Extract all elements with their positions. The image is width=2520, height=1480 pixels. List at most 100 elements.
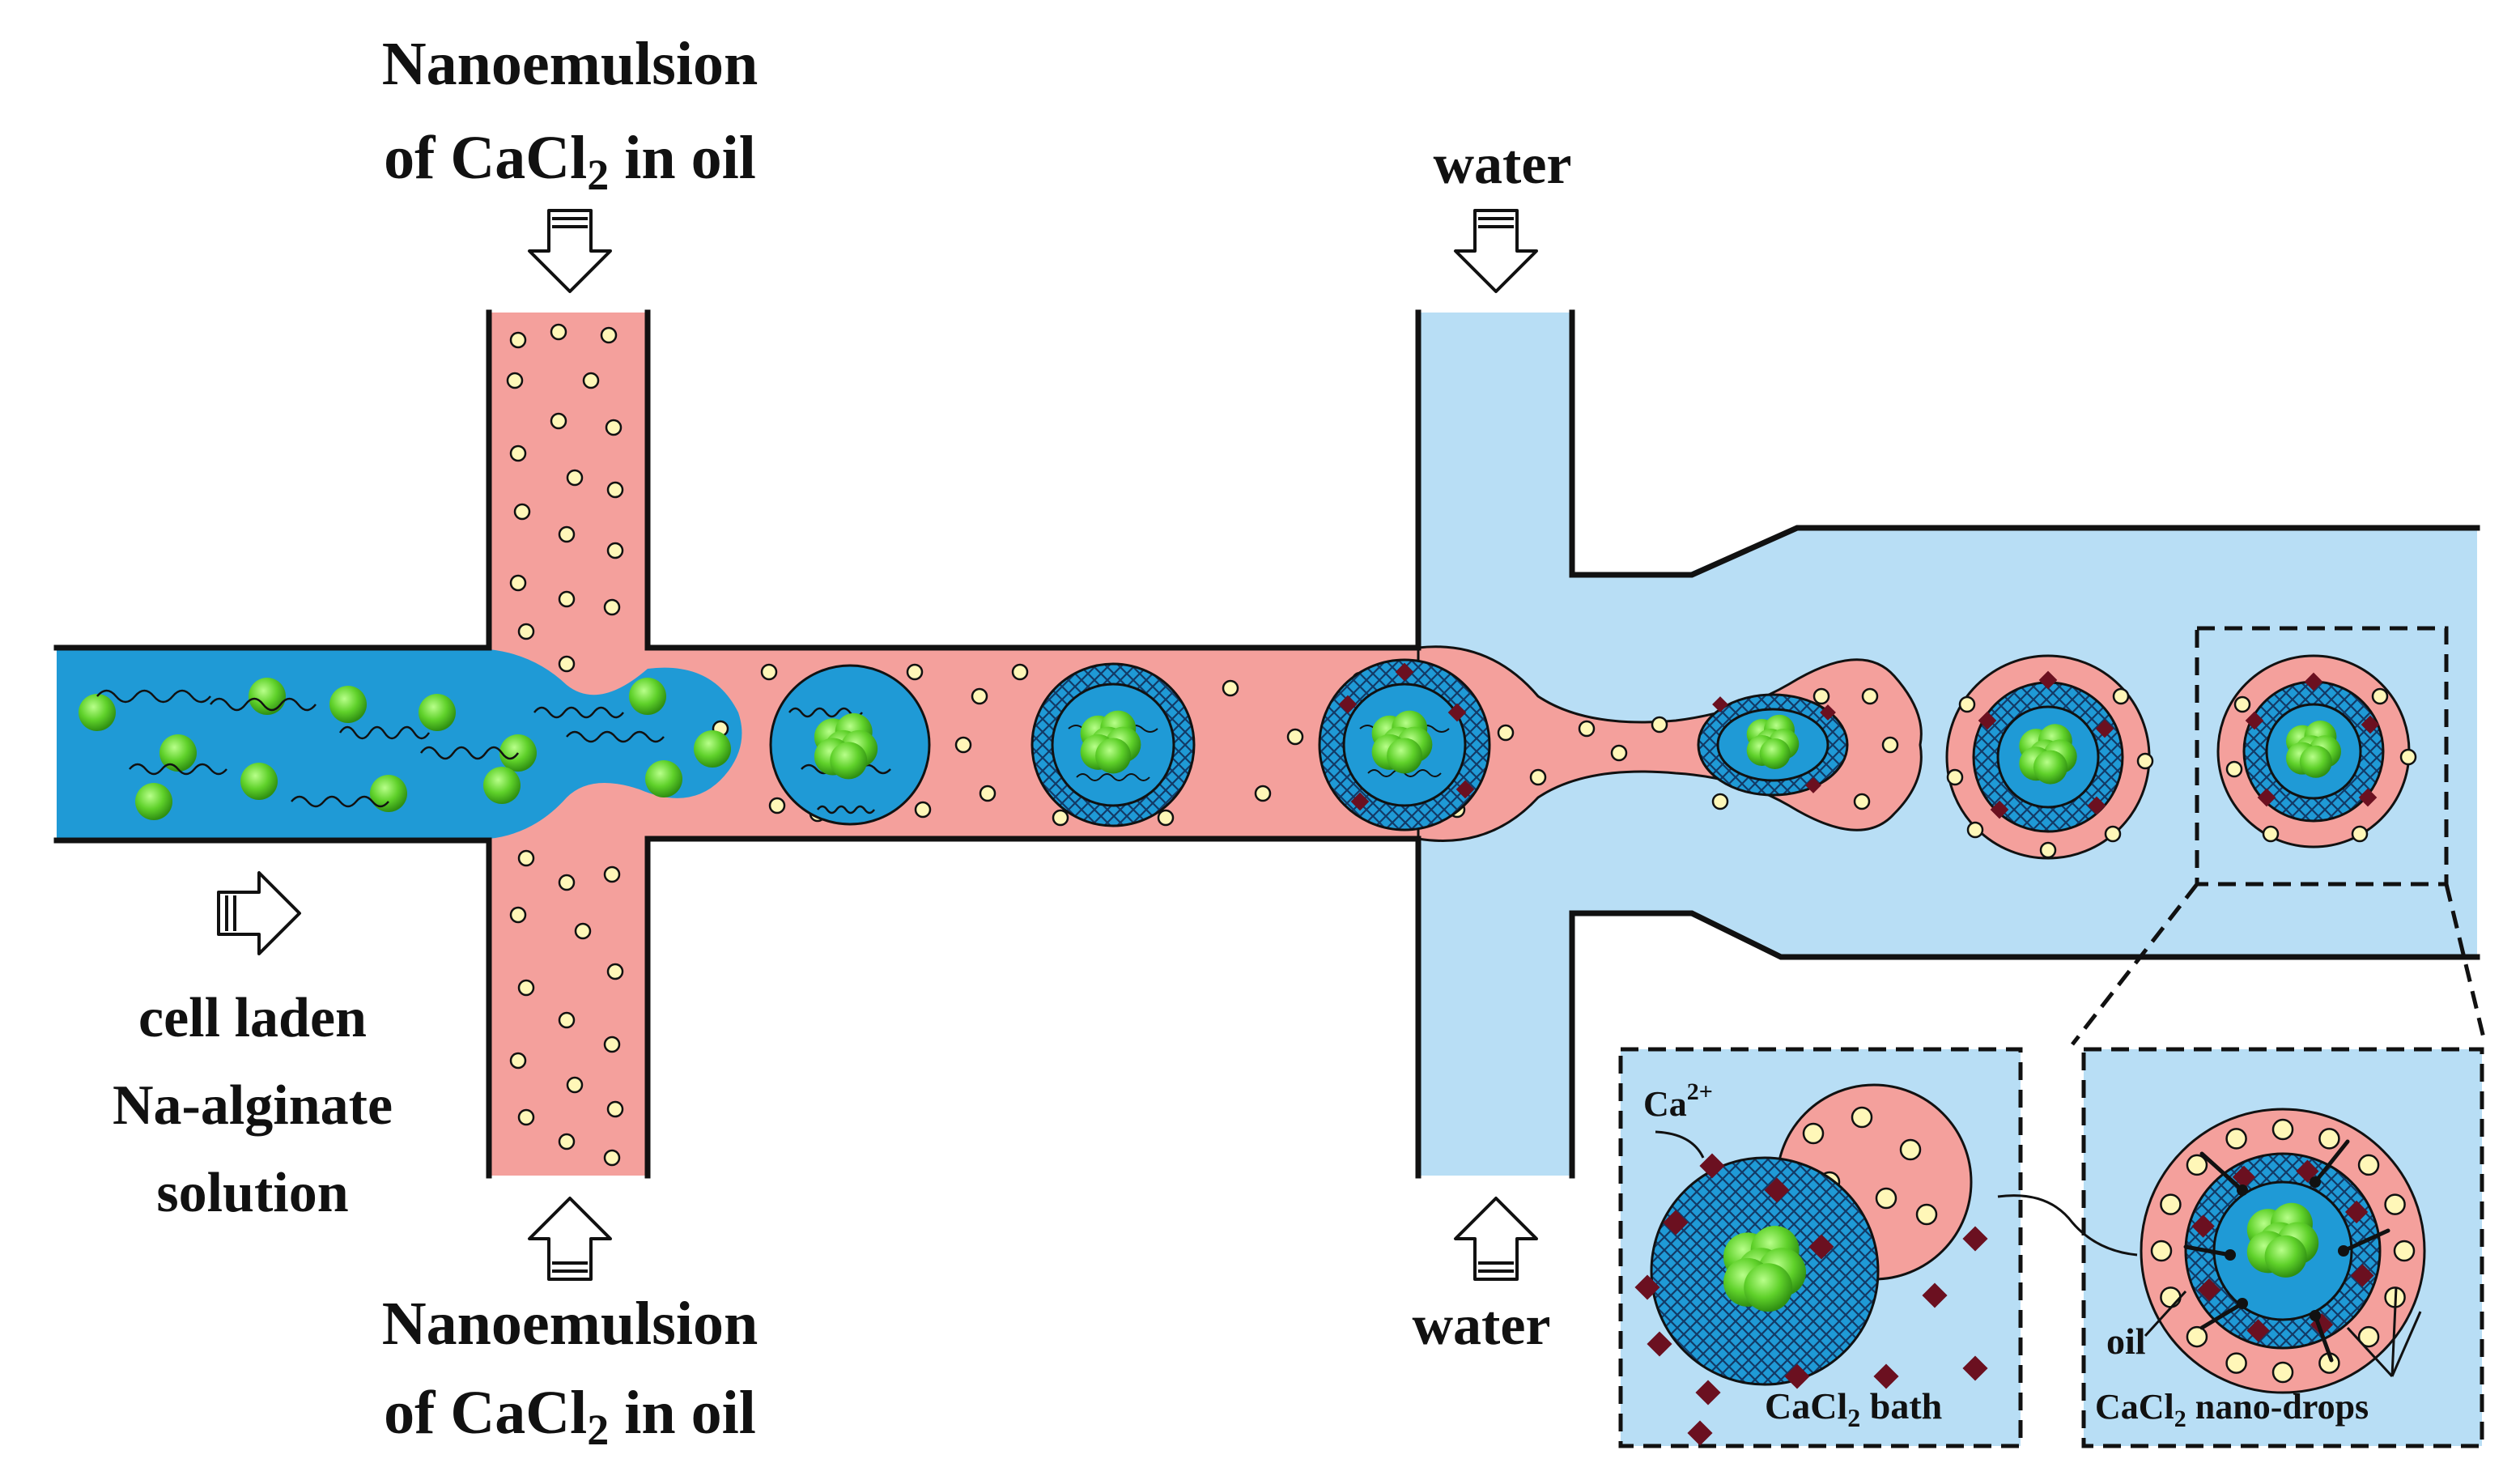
ca-ion [1820, 704, 1836, 721]
nano-drop [606, 542, 624, 559]
nano-drop [1711, 793, 1729, 810]
nano-drop [558, 1011, 576, 1029]
nano-drop [2136, 752, 2154, 770]
diffusion-arrowhead [2225, 1249, 2236, 1261]
oil-inlet-bottom-channel [489, 839, 648, 1176]
nano-drop [2262, 825, 2280, 843]
nano-drop [2160, 1193, 2182, 1215]
nano-drop [2225, 1128, 2247, 1150]
ca-ion [1695, 1380, 1721, 1406]
cell [1744, 1263, 1793, 1312]
nano-drop [1966, 821, 1984, 839]
ca-ion [1764, 1177, 1790, 1203]
ca-ion [1455, 780, 1475, 799]
nano-drop [906, 663, 924, 681]
ca-ion [2344, 1200, 2369, 1224]
ca-ion [2191, 1214, 2215, 1238]
nano-drop [2351, 825, 2369, 843]
alginate-chain [96, 689, 211, 704]
nano-drop [558, 590, 576, 608]
particles-and-capsules [79, 323, 2417, 1167]
nano-drop [914, 801, 932, 819]
nano-drop [606, 481, 624, 499]
alginate-chain [210, 697, 317, 712]
cell [2299, 745, 2332, 778]
nano-drop [2399, 748, 2417, 766]
ca-ion [1962, 1226, 1988, 1252]
nano-drop [1861, 687, 1879, 705]
nano-drop [1851, 1106, 1873, 1129]
diffusion-arrowhead [2237, 1298, 2248, 1309]
ca-ion [2232, 1165, 2256, 1189]
alginate-chain [419, 746, 520, 760]
nano-drop [603, 1036, 621, 1053]
inlet-line2: Na-alginate [113, 1074, 393, 1137]
oil-top-line2: of CaCl2 in oil [384, 124, 756, 199]
ca-ion [1338, 695, 1358, 714]
nano-drop [2150, 1240, 2173, 1262]
diffusion-arrow [2313, 1139, 2350, 1184]
ca-ion [1663, 1210, 1689, 1235]
nano-drop [558, 655, 576, 673]
nano-drop [1875, 1187, 1897, 1210]
ca-ion [2257, 788, 2276, 807]
nano-drop [600, 326, 618, 344]
nano-drop [2112, 687, 2130, 705]
nano-drop [550, 412, 567, 430]
nano-drop [2318, 1128, 2340, 1150]
alginate-inlet-channel [57, 649, 742, 839]
ca-ion [1712, 696, 1728, 712]
cell [645, 760, 682, 797]
nano-drop [603, 1149, 621, 1167]
cell [1387, 738, 1423, 774]
ca-ion [1962, 1355, 1988, 1381]
ca-ion [1447, 703, 1467, 722]
alginate-flow-arrow [217, 871, 301, 955]
nano-drop [954, 736, 972, 754]
alginate-chain [533, 706, 624, 719]
zoom-indicator [2071, 626, 2488, 1046]
cell [694, 730, 731, 768]
alginate-chain [338, 725, 431, 740]
nano-drop [2160, 1286, 2182, 1308]
nano-drop [509, 906, 527, 924]
nano-drop [971, 687, 988, 705]
nano-drop [979, 785, 997, 802]
ca-ion [1647, 1331, 1672, 1357]
nano-drop [2384, 1193, 2406, 1215]
nano-drop [1881, 736, 1899, 754]
diffusion-arrow [2183, 1244, 2233, 1257]
nano-drop [566, 469, 584, 487]
ca-ion [1395, 662, 1414, 682]
nano-drop [1157, 809, 1175, 827]
label-inlet: cell laden Na-alginate solution [113, 987, 393, 1224]
nano-drop [1011, 663, 1029, 681]
ca-ion [2087, 796, 2106, 815]
water-bottom-flow-arrow [1454, 1197, 1538, 1281]
diffusion-arrowhead [2310, 1310, 2321, 1321]
ca-ion [1687, 1420, 1713, 1446]
nano-drop [509, 1052, 527, 1070]
cell [2033, 750, 2067, 785]
oil-bottom-flow-arrow [528, 1197, 612, 1281]
cell [629, 678, 666, 715]
water-top-flow-arrow [1454, 209, 1538, 293]
alginate-chain [566, 730, 665, 743]
cell [1759, 738, 1791, 769]
oil-bottom-line2: of CaCl2 in oil [384, 1379, 756, 1454]
ca-ion [2358, 788, 2378, 807]
ca-ion-pointer [1655, 1130, 1705, 1159]
cell [483, 767, 521, 804]
nano-drop [582, 372, 600, 389]
inlet-line1: cell laden [138, 987, 367, 1049]
cacl2-bath-label: CaCl2 bath [1765, 1385, 1942, 1432]
ca-ion [1805, 777, 1821, 793]
nano-drop [1812, 687, 1830, 705]
nano-drop [768, 797, 786, 814]
nano-drop [2225, 760, 2243, 778]
nano-drop [1529, 768, 1547, 786]
nano-drop [1286, 728, 1304, 746]
ca-ion [2351, 1264, 2374, 1287]
nano-drop [2039, 841, 2057, 859]
